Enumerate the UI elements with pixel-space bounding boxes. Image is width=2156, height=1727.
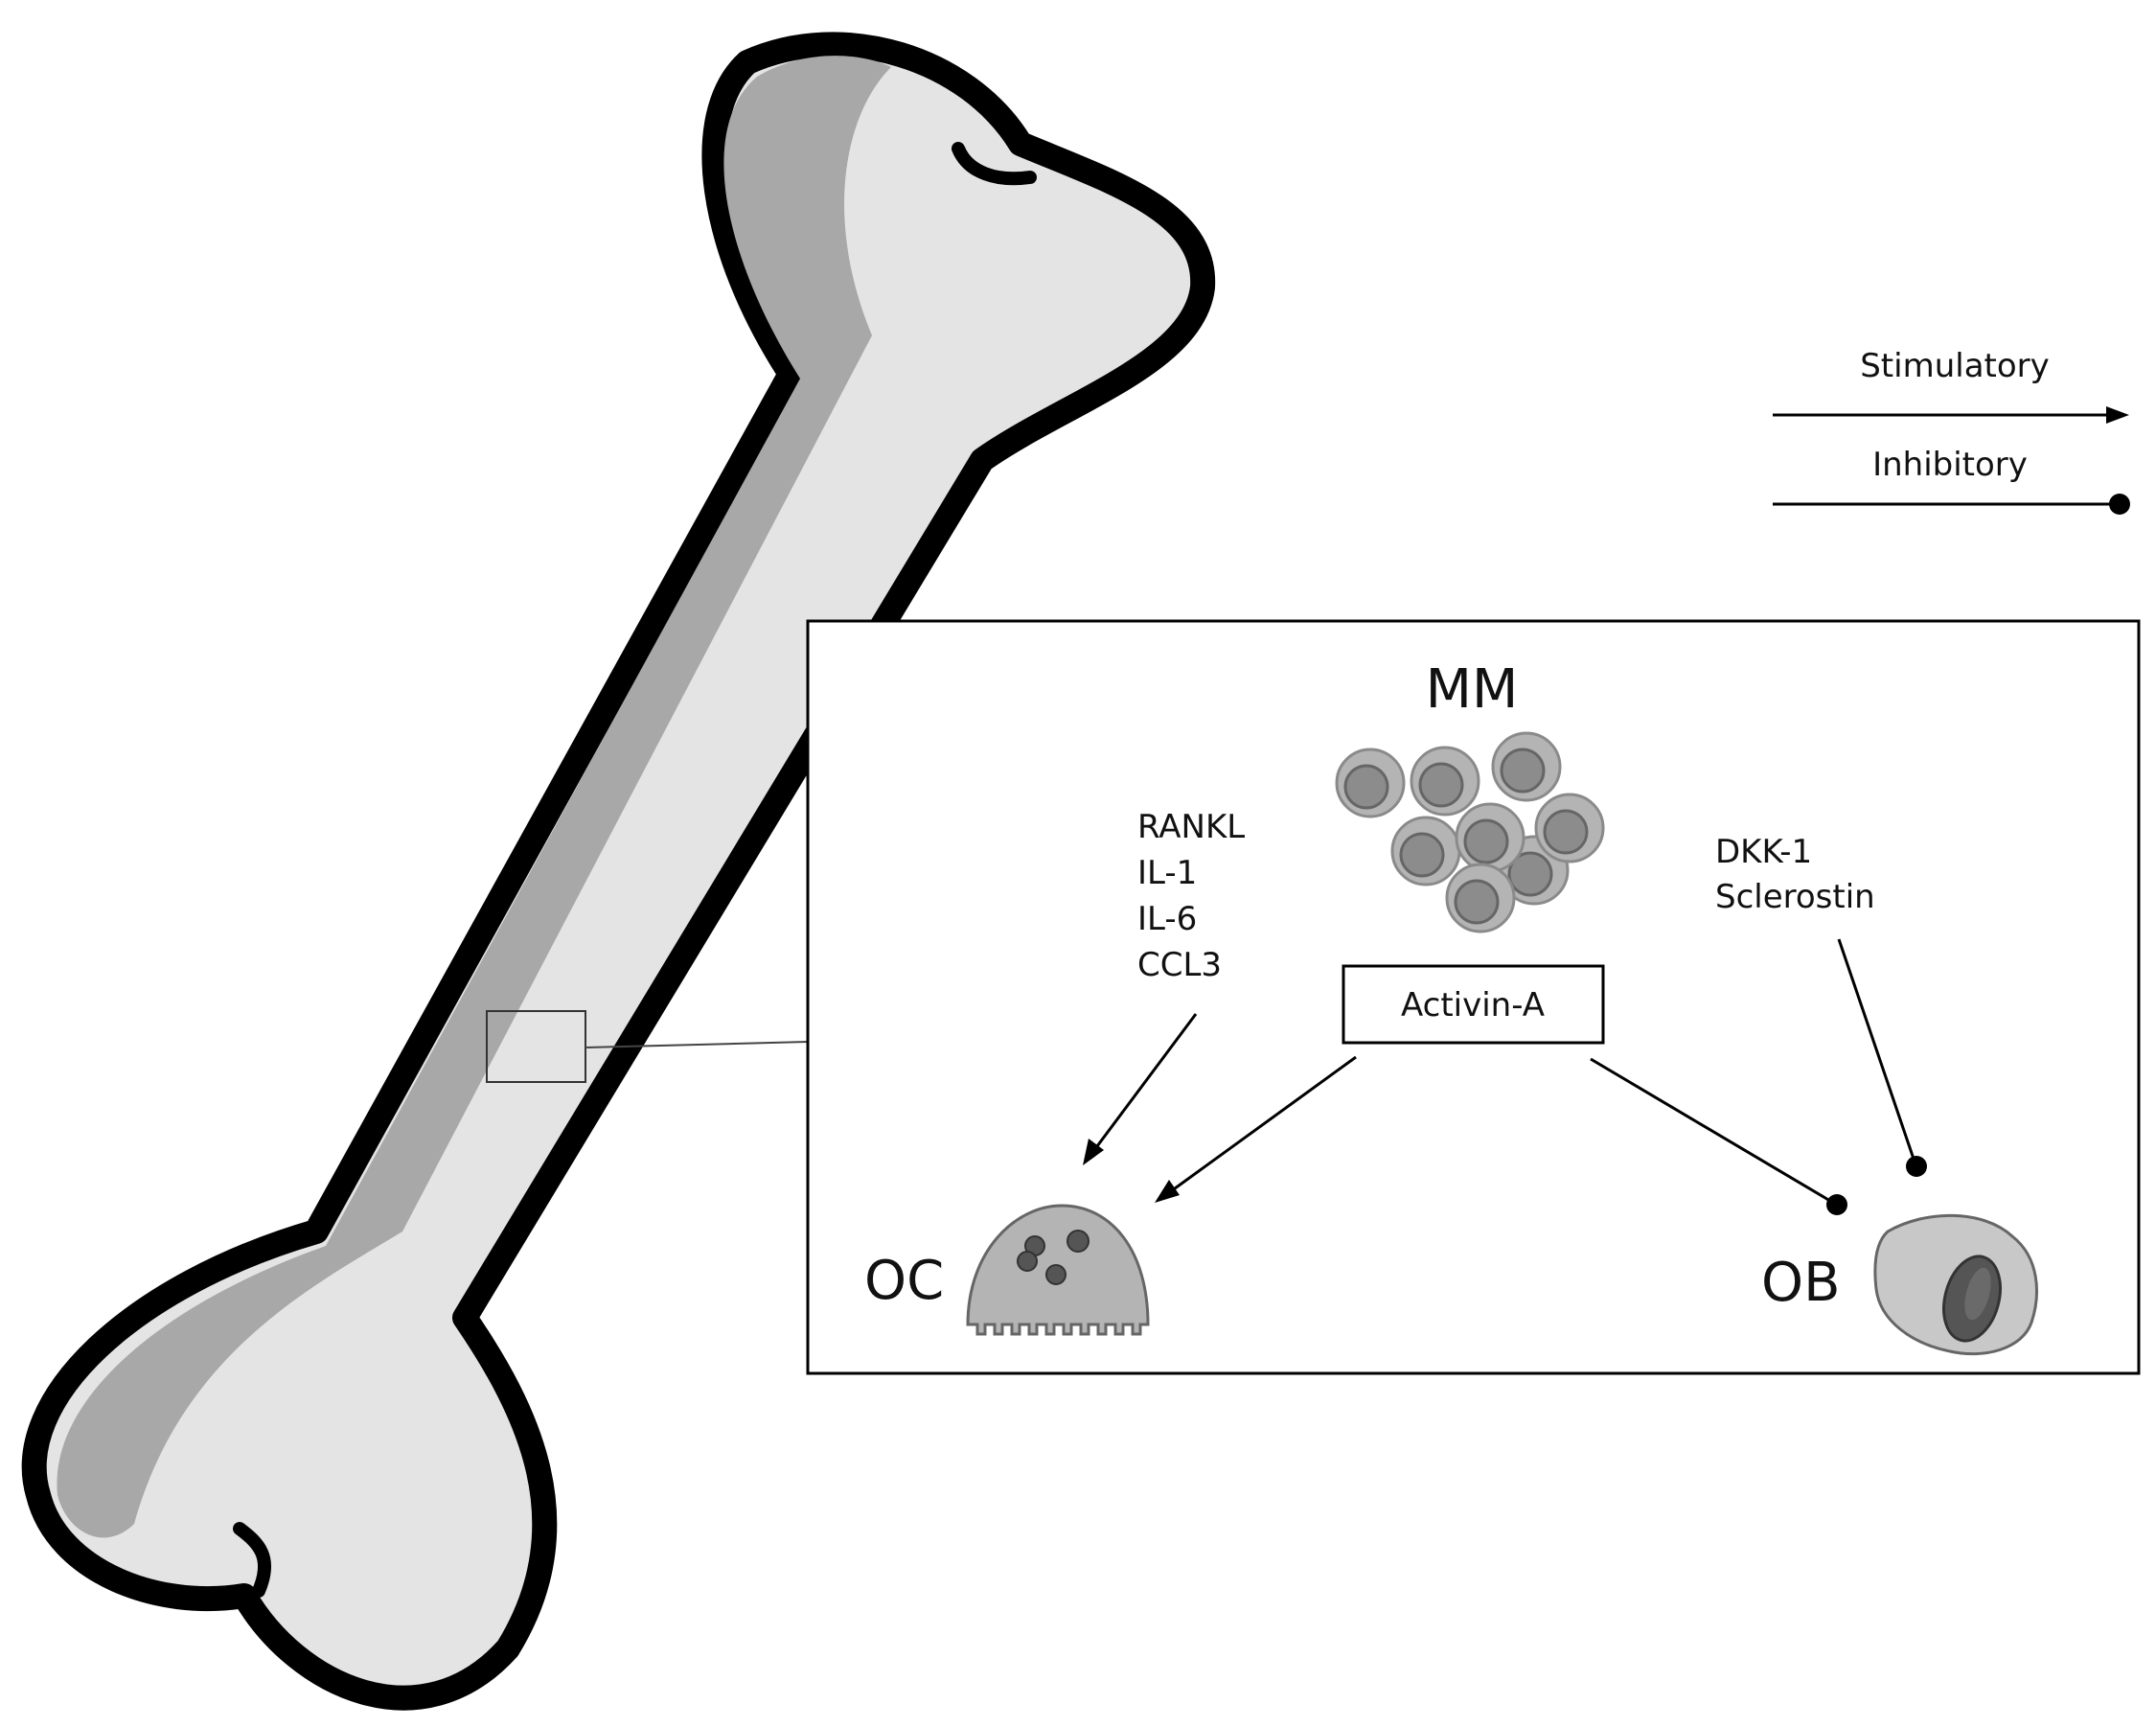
oc-factor-rankl: RANKL (1137, 808, 1245, 846)
bone-outline (21, 32, 1216, 1711)
osteoclast-nucleus (1017, 1251, 1038, 1272)
activin-label: Activin-A (1401, 986, 1545, 1025)
oc-factor-list: RANKL IL-1 IL-6 CCL3 (1137, 808, 1255, 984)
legend-arrowhead (2106, 406, 2129, 424)
oc-factor-ccl3: CCL3 (1137, 946, 1222, 984)
osteoblast-nucleolus (1964, 1267, 1991, 1321)
inset-panel: MM (806, 619, 2141, 1375)
arrow-factors-to-oc (1092, 1013, 1198, 1151)
bone-notch-top (952, 142, 1037, 186)
myeloma-cell (1455, 802, 1525, 873)
osteoblast-cell (1873, 1213, 2038, 1356)
arrow-ob-factors-to-ob (1837, 938, 1917, 1165)
arrows (1083, 938, 1927, 1215)
legend-inhibitory-label: Inhibitory (1872, 446, 2028, 484)
myeloma-cell (1390, 816, 1461, 887)
myeloma-cell (1534, 793, 1605, 864)
zoom-connector-line (585, 1041, 809, 1048)
activin-box (1342, 964, 1605, 1045)
ob-label: OB (1761, 1252, 1841, 1314)
oc-label: OC (864, 1250, 944, 1312)
legend-inhibitory-dot (2109, 494, 2130, 515)
ob-factor-list: DKK-1 Sclerostin (1715, 833, 1875, 916)
myeloma-cell (1445, 863, 1516, 933)
inhibit-dot-ob-factors-to-ob (1906, 1156, 1927, 1177)
bone-notch-bottom (233, 1522, 272, 1598)
osteoclast-cell (966, 1204, 1150, 1336)
arrow-activin-to-ob (1590, 1057, 1836, 1206)
legend-stimulatory-label: Stimulatory (1860, 347, 2050, 385)
ob-factor-sclerostin: Sclerostin (1715, 878, 1875, 916)
osteoclast-nucleus (1045, 1264, 1067, 1285)
myeloma-cell (1410, 746, 1480, 817)
oc-factor-il6: IL-6 (1137, 900, 1197, 938)
oc-factor-il1: IL-1 (1137, 854, 1197, 892)
osteoclast-nucleus (1067, 1230, 1089, 1253)
arrow-activin-to-oc (1170, 1055, 1357, 1193)
ob-factor-dkk1: DKK-1 (1715, 833, 1812, 871)
mm-label: MM (1426, 658, 1519, 721)
myeloma-cell (1335, 748, 1406, 818)
arrowhead-factors-to-oc (1083, 1139, 1104, 1165)
bone-cortex-shading (57, 56, 891, 1538)
inhibit-dot-activin-to-ob (1826, 1194, 1847, 1215)
myeloma-cell-cluster (1335, 731, 1605, 933)
arrowhead-activin-to-oc (1155, 1180, 1180, 1203)
myeloma-cell (1491, 731, 1562, 802)
legend: Stimulatory Inhibitory (1773, 347, 2130, 515)
